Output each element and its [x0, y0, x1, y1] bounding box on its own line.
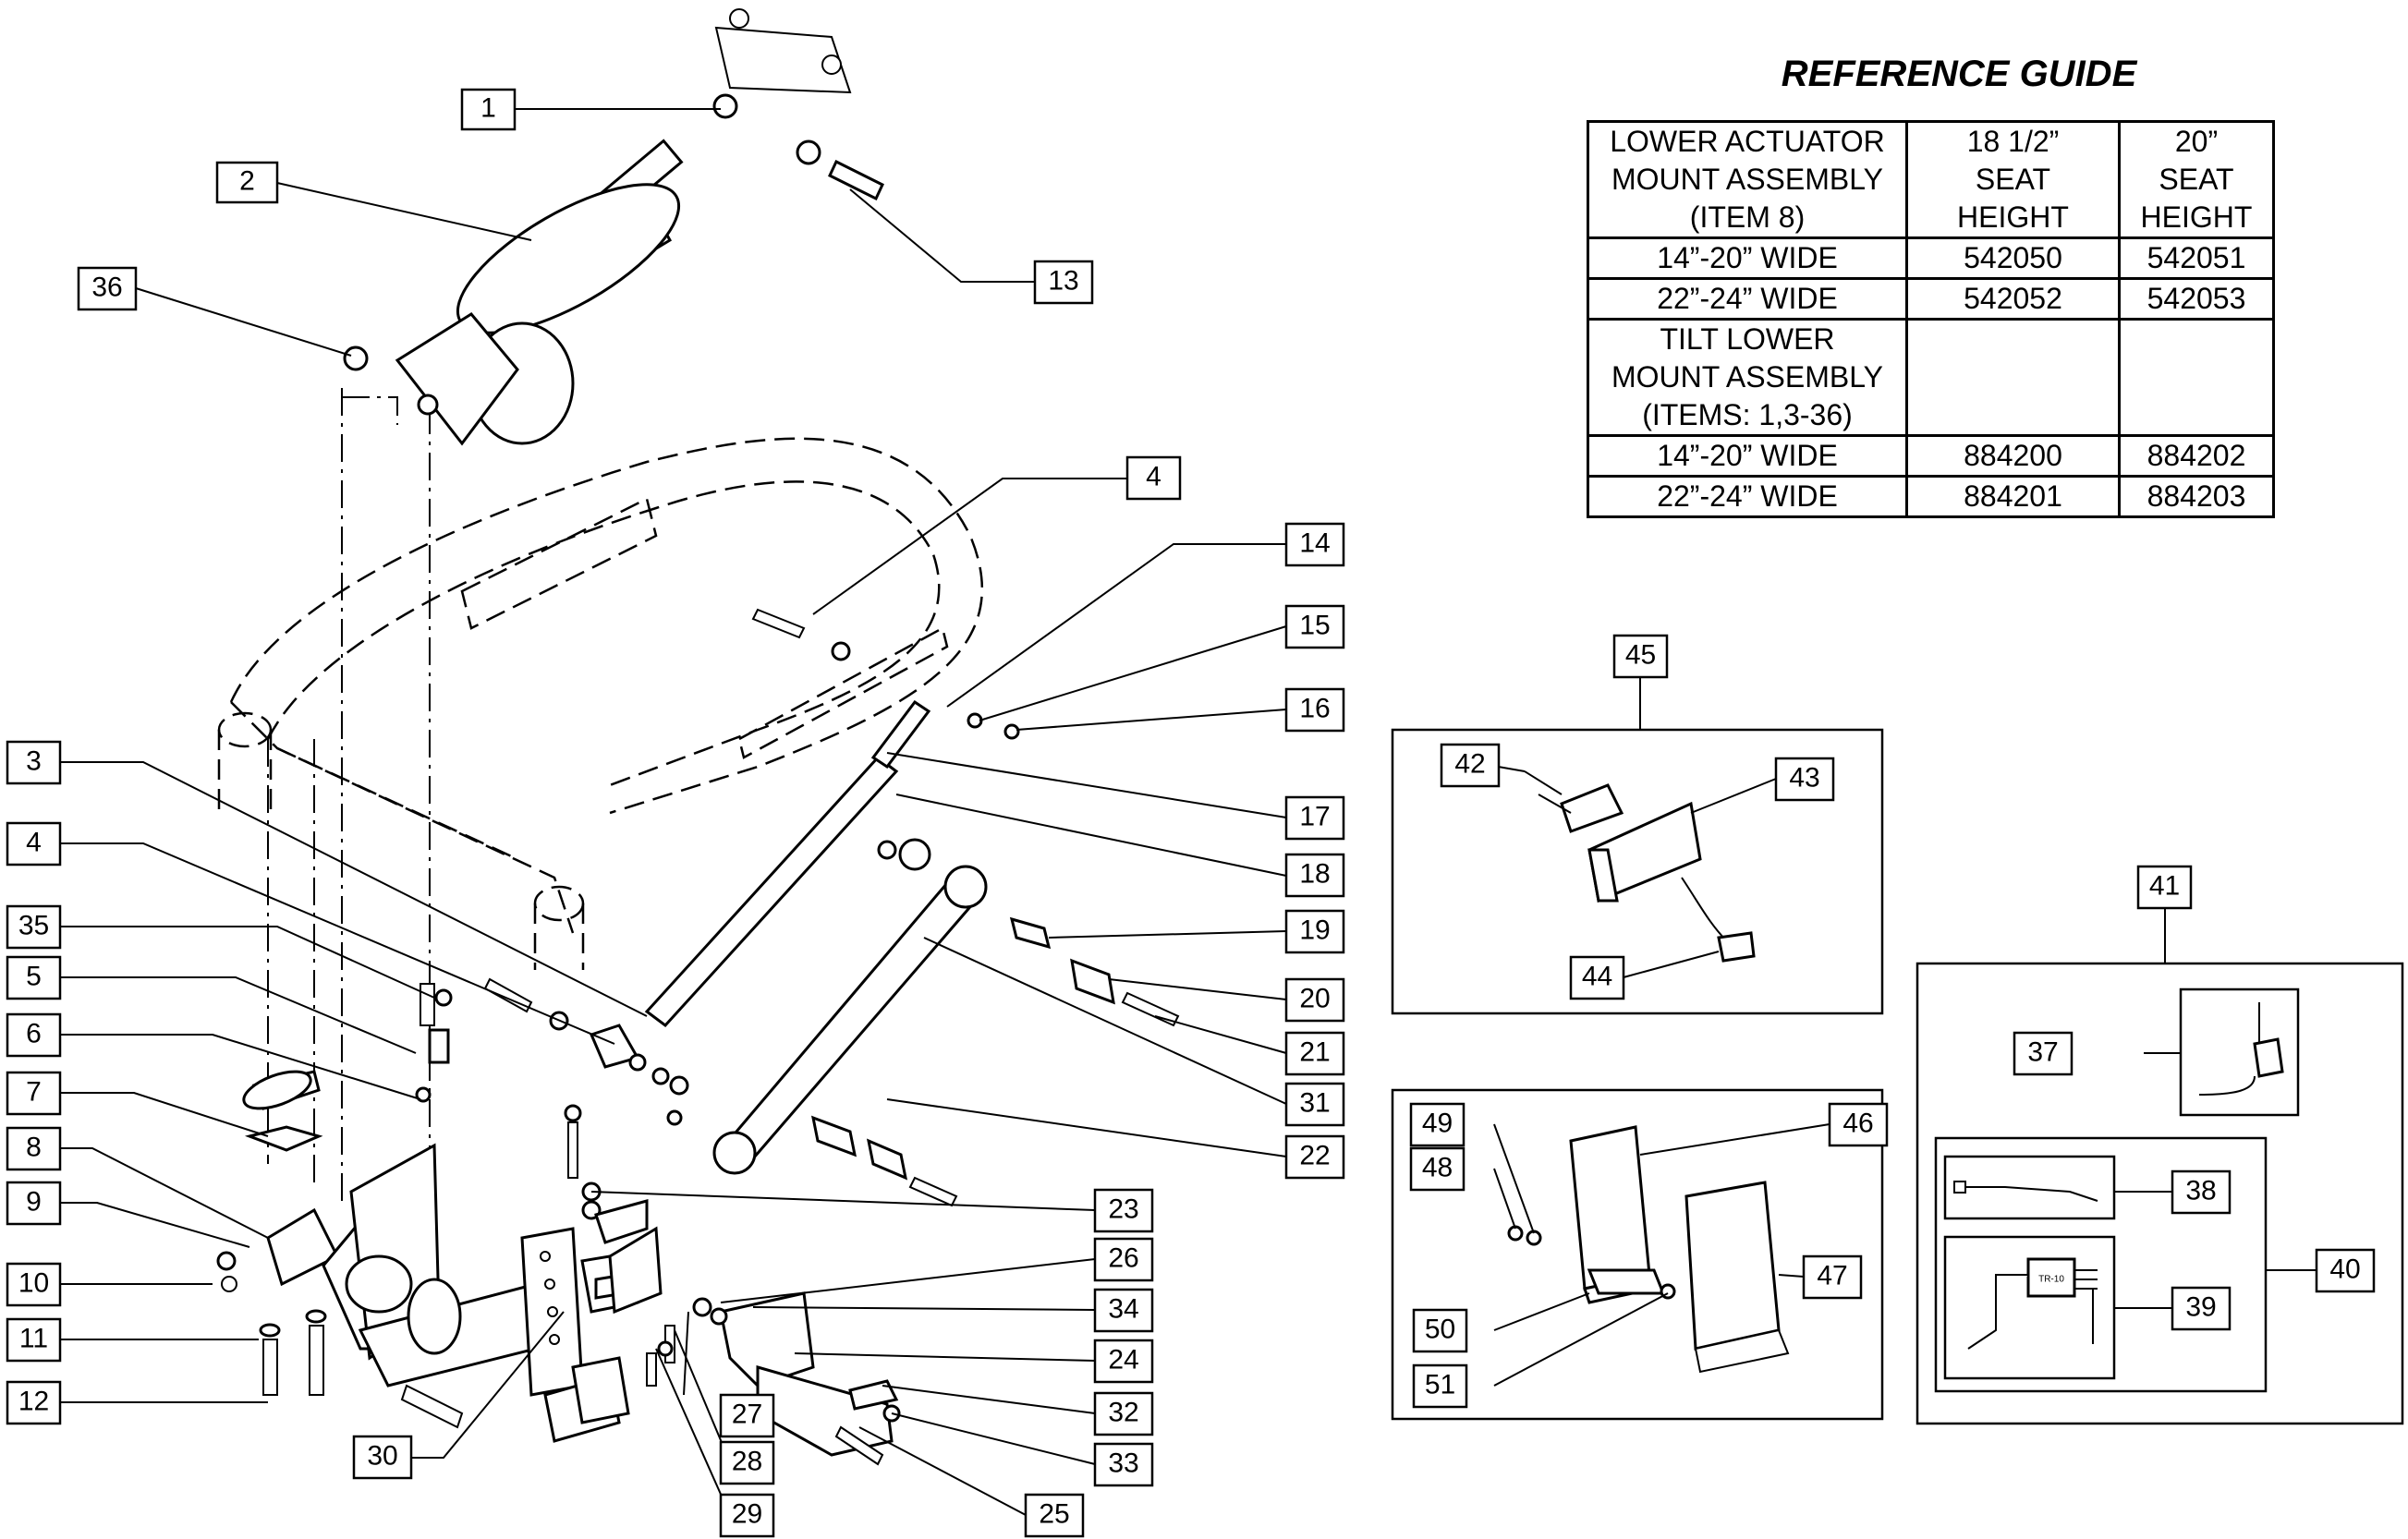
cable-label: TR-10: [2038, 1275, 2064, 1285]
reference-cell: 542053: [2118, 277, 2275, 321]
reference-cell: [1905, 318, 2121, 437]
callout-label: 20: [1299, 983, 1330, 1013]
reference-cell: 542050: [1905, 236, 2121, 280]
callout-label: 15: [1299, 610, 1330, 640]
callout-label: 13: [1048, 265, 1078, 296]
callout-label: 39: [2185, 1291, 2216, 1322]
callout-label: 48: [1422, 1152, 1453, 1182]
callout-label: 16: [1299, 693, 1330, 723]
callout-label: 2: [239, 165, 255, 196]
callout-label: 38: [2185, 1175, 2216, 1206]
callout-label: 28: [732, 1446, 762, 1476]
callout-label: 11: [19, 1323, 48, 1353]
callout-label: 4: [1146, 461, 1161, 491]
callout-label: 22: [1299, 1140, 1330, 1170]
reference-cell: 542051: [2118, 236, 2275, 280]
callout-label: 40: [2329, 1254, 2360, 1284]
callout-label: 18: [1299, 858, 1330, 889]
callout-label: 6: [26, 1018, 42, 1048]
callout-label: 9: [26, 1186, 42, 1217]
callout-label: 3: [26, 745, 42, 776]
kit-46-51: 49 46 48 47 50 51: [1391, 1088, 1889, 1421]
callout-label: 46: [1842, 1108, 1873, 1138]
kit-45: 45 42 43 44: [1391, 634, 1884, 1015]
callout-label: 7: [26, 1076, 42, 1107]
callout-label: 37: [2027, 1036, 2058, 1067]
actuator: [343, 8, 884, 446]
callout-label: 30: [367, 1440, 397, 1471]
reference-cell: 22”-24” WIDE: [1587, 475, 1908, 518]
callout-label: 26: [1108, 1242, 1138, 1273]
callout-label: 50: [1425, 1314, 1455, 1344]
callout-label: 4: [26, 827, 42, 857]
linkage: [415, 608, 1180, 1207]
callout-label: 34: [1108, 1293, 1138, 1324]
callout-label: 8: [26, 1132, 42, 1162]
kit-41: TR-10 41 37 38 40 39: [1915, 865, 2404, 1425]
reference-cell: 884203: [2118, 475, 2275, 518]
callout-label: 41: [2149, 870, 2180, 901]
seat-frame-dashed: [217, 437, 983, 970]
callout-label: 12: [18, 1386, 49, 1416]
callout-label: 42: [1454, 748, 1485, 779]
callout-label: 44: [1582, 961, 1612, 991]
reference-cell: 14”-20” WIDE: [1587, 434, 1908, 478]
callout-label: 49: [1422, 1108, 1453, 1138]
reference-cell: 14”-20” WIDE: [1587, 236, 1908, 280]
callout-label: 45: [1625, 639, 1656, 670]
callout-label: 43: [1789, 762, 1819, 793]
callout-label: 33: [1108, 1448, 1138, 1478]
lower-mount-assembly: [216, 983, 901, 1466]
callout-label: 32: [1108, 1397, 1138, 1427]
callout-label: 25: [1039, 1498, 1069, 1529]
callout-label: 21: [1299, 1036, 1330, 1067]
callout-label: 31: [1299, 1087, 1330, 1118]
callout-label: 14: [1299, 527, 1330, 558]
callout-label: 47: [1817, 1260, 1847, 1291]
callout-label: 51: [1425, 1369, 1455, 1400]
callout-label: 23: [1108, 1194, 1138, 1224]
callout-label: 17: [1299, 801, 1330, 831]
reference-cell: [2118, 318, 2275, 437]
reference-guide-title: REFERENCE GUIDE: [1781, 54, 2137, 94]
callout-label: 27: [732, 1399, 762, 1429]
callout-label: 5: [26, 961, 42, 991]
callout-label: 35: [18, 910, 49, 940]
callout-label: 19: [1299, 915, 1330, 945]
reference-cell: 884200: [1905, 434, 2121, 478]
reference-cell: 884201: [1905, 475, 2121, 518]
callout-label: 10: [18, 1267, 49, 1298]
callout-label: 36: [91, 272, 122, 302]
callout-label: 1: [480, 92, 496, 123]
reference-cell: 22”-24” WIDE: [1587, 277, 1908, 321]
reference-cell: 884202: [2118, 434, 2275, 478]
callouts: 1 2 36 13 4 14 15 16 3 4 17 18 35 19 5 2…: [6, 88, 1345, 1538]
callout-label: 29: [732, 1498, 762, 1529]
reference-cell: 542052: [1905, 277, 2121, 321]
callout-label: 24: [1108, 1344, 1138, 1375]
